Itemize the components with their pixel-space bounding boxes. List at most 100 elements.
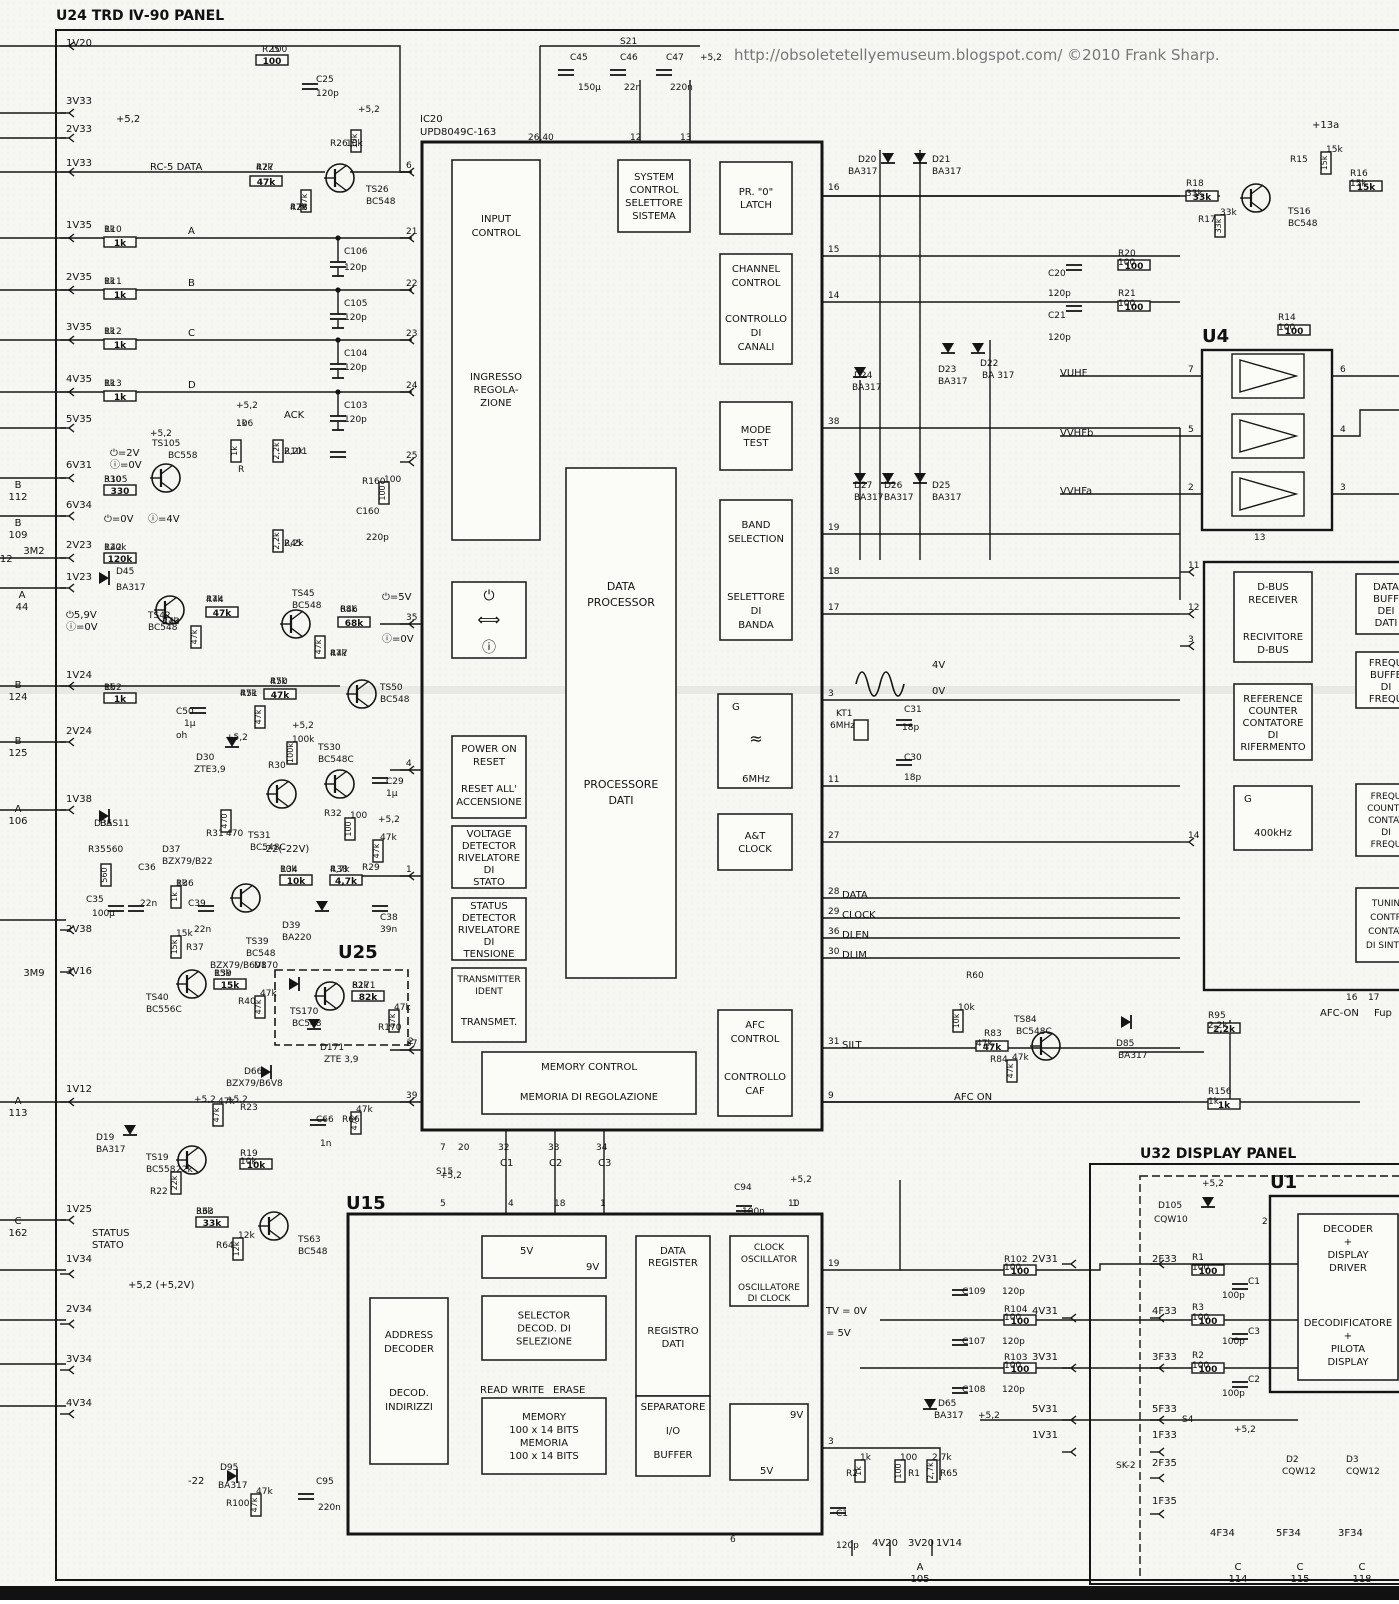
component-text: 1µ: [184, 719, 196, 729]
d26: [882, 473, 894, 483]
component-text: 10k: [958, 1003, 975, 1013]
u15-data: [822, 1447, 941, 1480]
address-decoder-label: ADDRESS: [385, 1330, 433, 1341]
pin-number: 2: [1262, 1217, 1268, 1227]
pin-number: 1: [600, 1199, 606, 1209]
component-text: BC558: [146, 1165, 176, 1175]
function-blocks: [369, 159, 1399, 1481]
component-text: BC548: [148, 623, 178, 633]
component-text: R105: [104, 475, 127, 485]
component-text: D170: [254, 961, 278, 971]
component-text: 47k: [162, 617, 179, 627]
component-text: 100: [350, 811, 367, 821]
at-clock-block-label: A&T: [745, 831, 767, 842]
write-label: WRITE: [512, 1385, 544, 1396]
status-detector-block-label: TENSIONE: [463, 949, 515, 960]
u32-connector: [1157, 1473, 1165, 1483]
connector-5f33: 5F33: [1152, 1404, 1177, 1415]
component-text: C94: [734, 1183, 752, 1193]
ic20-pin-connector: [407, 1045, 415, 1055]
r51-value: 47k: [254, 709, 263, 724]
r106: [230, 439, 242, 463]
edge-ref: A: [15, 804, 22, 815]
r13-value: 1k: [114, 393, 127, 403]
data-processor-label: PROCESSORE: [584, 778, 659, 791]
r171: [351, 990, 385, 1002]
tuning-pin-connector: [1187, 837, 1195, 847]
component-text: BA317: [934, 1411, 964, 1421]
power-on-reset-label: POWER ON: [461, 744, 517, 755]
edge-connector: [67, 737, 75, 747]
component-text: 100: [1192, 1361, 1209, 1371]
supply-tag: +5,2: [790, 1175, 812, 1185]
pin-number: 19: [828, 1259, 840, 1269]
component-text: 120p: [836, 1541, 859, 1551]
r28: [300, 189, 312, 213]
connector-2v24: 2V24: [66, 726, 92, 737]
edge-connector: [67, 473, 75, 483]
signal-label: ⏻=5V: [382, 592, 412, 603]
u24-panel-frame: [55, 29, 1399, 1581]
r40-value: 47k: [254, 999, 263, 1014]
ts40: [177, 969, 207, 999]
pin-number: 2: [408, 1037, 414, 1047]
component-text: R12: [104, 327, 122, 337]
component-text: C36: [138, 863, 156, 873]
component-text: CQW12: [1346, 1467, 1380, 1477]
edge-ref: 112: [8, 492, 27, 503]
component-text: R63: [196, 1207, 214, 1217]
r29-value: 47k: [372, 843, 381, 858]
power-on-reset-label: RESET: [473, 757, 506, 768]
r19-value: 10k: [247, 1161, 267, 1171]
component-text: 100p: [1222, 1389, 1245, 1399]
ts42: [164, 596, 178, 607]
signal-label: Fup: [1374, 1008, 1392, 1019]
pin-number: 3: [1188, 635, 1194, 645]
connector-3f33: 3F33: [1152, 1352, 1177, 1363]
r3-u32-value: 100: [1199, 1317, 1218, 1327]
ts45: [281, 609, 311, 639]
data-register-label: DATI: [662, 1339, 685, 1350]
component-text: 68k: [340, 605, 357, 615]
component-text: BC556C: [146, 1005, 182, 1015]
edge-ref: A: [917, 1562, 924, 1573]
component-text: D19: [96, 1133, 115, 1143]
component-text: 47k: [976, 1039, 993, 1049]
component-text: 1k: [104, 379, 116, 389]
component-text: R64: [216, 1241, 234, 1251]
gen-400k: 400kHz: [1254, 828, 1292, 839]
r103: [1003, 1362, 1037, 1374]
r20-value: 100: [1125, 262, 1144, 272]
component-text: BA 317: [982, 371, 1014, 381]
component-text: 1k: [104, 683, 116, 693]
component-text: D171: [320, 1043, 344, 1053]
component-text: R35: [88, 845, 106, 855]
r35-value: 560: [100, 867, 109, 882]
component-text: C66: [316, 1115, 334, 1125]
component-text: D24: [854, 371, 873, 381]
junction-dot: [335, 235, 341, 241]
u4-amp-symbol: [1239, 477, 1299, 511]
voltage-detector-block-label: RIVELATORE: [458, 853, 520, 864]
freq-buffer-block: [1355, 651, 1399, 709]
component-text: TS45: [291, 589, 315, 599]
r30: [286, 741, 298, 765]
component-text: TS31: [247, 831, 271, 841]
component-text: 220n: [670, 83, 693, 93]
r60: [952, 1009, 964, 1033]
component-text: 470: [226, 829, 243, 839]
component-text: 220n: [318, 1503, 341, 1513]
panel-title: U24 TRD Ⅳ-90 PANEL: [56, 8, 224, 24]
pin-number: 28: [828, 887, 840, 897]
component-text: 220p: [366, 533, 389, 543]
component-text: R37: [186, 943, 204, 953]
voltage-detector-block-label: DETECTOR: [462, 841, 516, 852]
afc-control-label: CONTROLLO: [724, 1072, 786, 1083]
u4-amp-symbol: [1239, 359, 1299, 393]
bottom-edge: [0, 1586, 1399, 1600]
r17-value: 33k: [1214, 218, 1223, 233]
d95: [227, 1470, 237, 1482]
edge-connector: [67, 805, 75, 815]
pin-number: 35: [406, 613, 417, 623]
r104: [1003, 1314, 1037, 1326]
